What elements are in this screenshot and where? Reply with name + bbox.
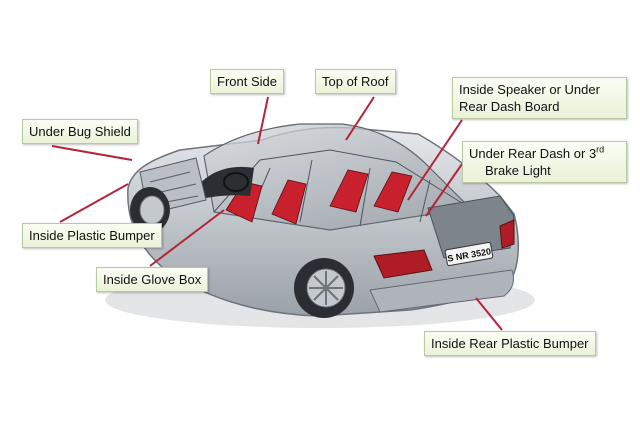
label-ordinal-suffix: rd bbox=[596, 145, 604, 155]
label-under-rear-dash-brake-light: Under Rear Dash or 3rd Brake Light bbox=[462, 141, 627, 183]
label-inside-speaker: Inside Speaker or Under Rear Dash Board bbox=[452, 77, 627, 119]
callout-line-inside-plastic-bumper bbox=[60, 184, 128, 222]
label-under-rear-dash-text: Under Rear Dash or 3 bbox=[469, 146, 596, 161]
label-top-of-roof: Top of Roof bbox=[315, 69, 396, 94]
label-front-side: Front Side bbox=[210, 69, 284, 94]
label-inside-glove-box: Inside Glove Box bbox=[96, 267, 208, 292]
rear-wheel bbox=[294, 258, 354, 318]
label-inside-plastic-bumper: Inside Plastic Bumper bbox=[22, 223, 162, 248]
callout-line-under-bug-shield bbox=[52, 146, 132, 160]
label-under-bug-shield: Under Bug Shield bbox=[22, 119, 138, 144]
label-brake-light-text: Brake Light bbox=[469, 162, 620, 179]
label-inside-rear-plastic-bumper: Inside Rear Plastic Bumper bbox=[424, 331, 596, 356]
